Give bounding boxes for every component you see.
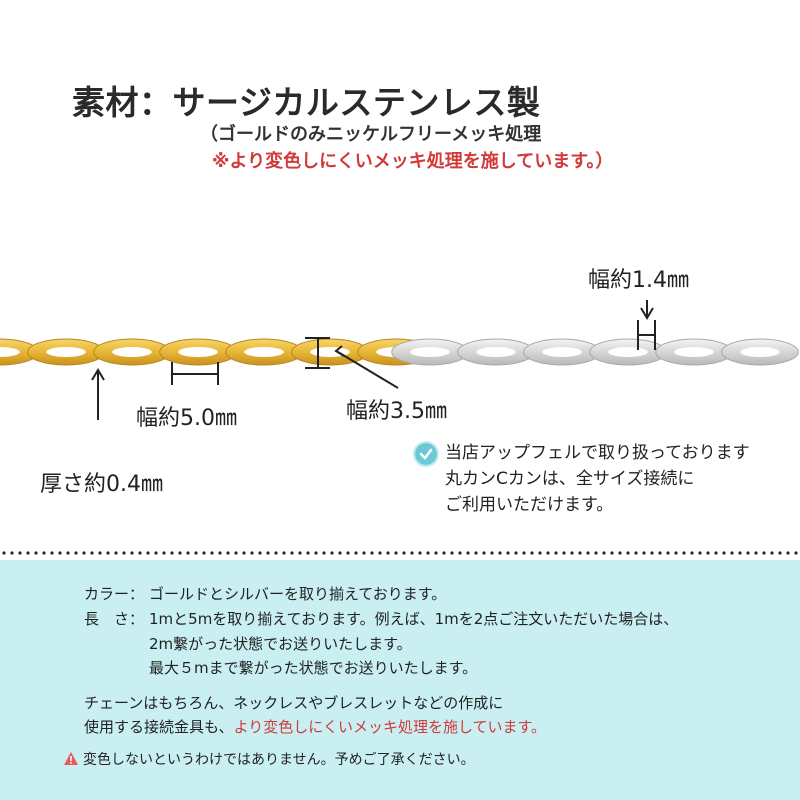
chain-link-hole xyxy=(476,347,516,357)
length-label: 長 さ： xyxy=(84,610,145,628)
chain-link-hole xyxy=(740,347,780,357)
chain-link-hole xyxy=(244,347,284,357)
info-line-1: 当店アップフェルで取り扱っております xyxy=(445,443,750,463)
subtitle: （ゴールドのみニッケルフリーメッキ処理 xyxy=(200,124,542,145)
length-value-2: 2m繋がった状態でお送りいたします。 xyxy=(149,635,412,653)
usage-line-2: 使用する接続金具も、より変色しにくいメッキ処理を施しています。 xyxy=(84,716,546,737)
warning-text: 変色しないというわけではありません。予めご了承ください。 xyxy=(83,752,475,768)
width-large-label: 幅約5.0㎜ xyxy=(136,406,237,431)
silver-chain xyxy=(391,338,799,366)
thickness-label: 厚さ約0.4㎜ xyxy=(40,472,163,497)
dimension-markers xyxy=(91,300,656,420)
usage-red: より変色しにくいメッキ処理を施しています。 xyxy=(233,718,547,736)
details-panel xyxy=(0,560,800,800)
chain-illustration xyxy=(0,300,799,420)
usage-prefix: 使用する接続金具も、 xyxy=(84,718,234,736)
chain-link-hole xyxy=(608,347,648,357)
width-small-label: 幅約1.4㎜ xyxy=(588,268,689,293)
chain-link-hole xyxy=(0,347,20,357)
color-value: ゴールドとシルバーを取り揃えております。 xyxy=(149,585,447,603)
chain-link-hole xyxy=(674,347,714,357)
length-value-3: 最大５mまで繋がった状態でお送りいたします。 xyxy=(149,659,478,677)
chain-link-hole xyxy=(542,347,582,357)
usage-line-1: チェーンはもちろん、ネックレスやブレスレットなどの作成に xyxy=(84,694,504,712)
dotted-divider xyxy=(0,550,800,556)
info-line-3: ご利用いただけます。 xyxy=(445,495,614,515)
chain-link-hole xyxy=(178,347,218,357)
color-label: カラー： xyxy=(84,585,145,603)
plating-note: ※より変色しにくいメッキ処理を施しています。） xyxy=(212,151,614,172)
warning-icon xyxy=(64,752,78,765)
check-icon xyxy=(413,441,439,467)
chain-link-hole xyxy=(112,347,152,357)
gold-chain xyxy=(0,338,435,366)
chain-link-hole xyxy=(410,347,450,357)
length-value-1: 1mと5mを取り揃えております。例えば、1mを2点ご注文いただいた場合は、 xyxy=(149,610,679,628)
chain-link-hole xyxy=(46,347,86,357)
width-medium-label: 幅約3.5㎜ xyxy=(346,399,447,424)
info-line-2: 丸カンCカンは、全サイズ接続に xyxy=(445,469,695,489)
page-title: 素材：サージカルステンレス製 xyxy=(72,83,541,122)
